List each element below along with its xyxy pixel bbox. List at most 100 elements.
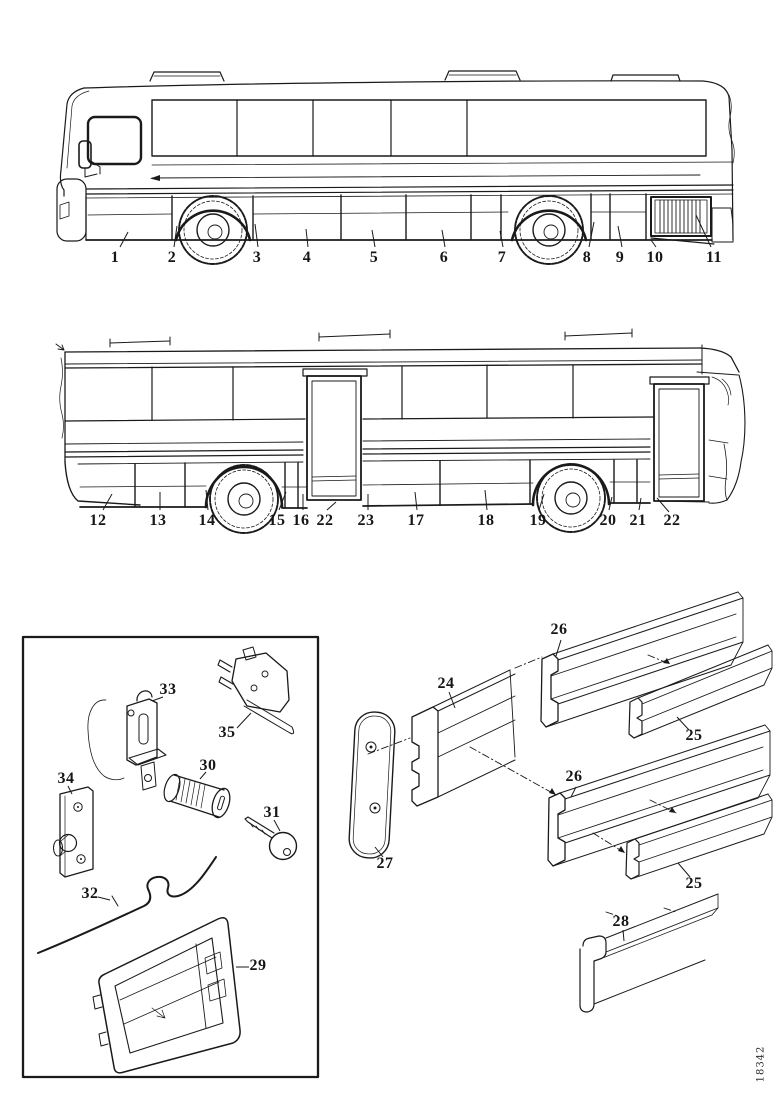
leader-line-12 <box>102 493 113 511</box>
callout-right-side-23: 23 <box>357 512 375 529</box>
leader-line-26 <box>570 786 577 798</box>
leader-line-32 <box>97 896 111 901</box>
leader-line-26 <box>555 639 562 657</box>
front-wheel <box>536 463 606 533</box>
leader-line-31 <box>273 819 281 832</box>
callout-left-side-4: 4 <box>302 249 312 266</box>
callout-lock-detail-30: 30 <box>199 757 217 774</box>
callout-left-side-11: 11 <box>705 249 723 266</box>
callout-left-side-9: 9 <box>615 249 625 266</box>
part-31-key <box>244 816 298 861</box>
callout-left-side-1: 1 <box>110 249 120 266</box>
callout-moulding-detail-25: 25 <box>685 875 703 892</box>
callout-moulding-detail-26: 26 <box>565 768 583 785</box>
leader-line-20 <box>608 496 613 511</box>
part-33-latch <box>87 690 167 791</box>
bus-left-side-view <box>56 70 735 265</box>
leader-line-15 <box>278 491 287 511</box>
moulding-detail <box>348 591 773 1013</box>
part-24-moulding-rail <box>411 669 516 807</box>
bus-right-side-view <box>55 328 746 534</box>
callout-moulding-detail-25: 25 <box>685 727 703 744</box>
callout-left-side-6: 6 <box>439 249 449 266</box>
rear-wheel <box>209 464 279 534</box>
callout-left-side-2: 2 <box>167 249 177 266</box>
part-35-microswitch <box>217 646 295 735</box>
callout-right-side-13: 13 <box>149 512 167 529</box>
callout-moulding-detail-24: 24 <box>437 675 455 692</box>
callout-right-side-22: 22 <box>316 512 334 529</box>
callout-left-side-8: 8 <box>582 249 592 266</box>
callout-right-side-19: 19 <box>529 512 547 529</box>
callout-lock-detail-34: 34 <box>57 770 75 787</box>
leader-line-19 <box>538 493 545 511</box>
callout-right-side-16: 16 <box>292 512 310 529</box>
part-29-lock-housing <box>92 917 241 1074</box>
leader-line-8 <box>588 221 595 248</box>
leader-line-14 <box>205 489 209 511</box>
part-25-trim-strip-upper <box>628 644 773 739</box>
callout-right-side-12: 12 <box>89 512 107 529</box>
callout-lock-detail-32: 32 <box>81 885 99 902</box>
leader-line-7 <box>499 230 504 248</box>
drawing-number: 18342 <box>755 1045 767 1083</box>
callout-lock-detail-31: 31 <box>263 804 281 821</box>
leader-line-30 <box>199 771 207 780</box>
leader-line-4 <box>305 228 309 248</box>
callout-left-side-10: 10 <box>646 249 664 266</box>
callout-lock-detail-35: 35 <box>218 724 236 741</box>
rear-wheel <box>514 195 584 265</box>
leader-line-35 <box>236 712 252 729</box>
callout-moulding-detail-26: 26 <box>550 621 568 638</box>
leader-line-1 <box>119 231 129 248</box>
middle-door <box>302 368 368 501</box>
part-32-control-rod <box>37 856 217 954</box>
leader-line-24 <box>448 691 456 709</box>
leader-line-27 <box>374 846 384 858</box>
leader-line-21 <box>638 497 642 511</box>
part-26-moulding-rail-upper <box>540 591 744 728</box>
leader-line-25 <box>676 716 690 731</box>
callout-moulding-detail-27: 27 <box>376 855 394 872</box>
leader-line-5 <box>371 229 376 248</box>
part-28-channel-strip <box>579 893 719 1013</box>
callout-left-side-7: 7 <box>497 249 507 266</box>
rear-grille <box>650 196 734 245</box>
leader-line-11 <box>695 214 712 248</box>
leader-line-22 <box>326 501 337 511</box>
dimension-brackets <box>55 328 633 351</box>
callout-lock-detail-33: 33 <box>159 681 177 698</box>
leader-line-25 <box>677 862 691 878</box>
part-27-end-pad <box>348 711 396 859</box>
leader-line-6 <box>441 229 446 248</box>
leader-line-3 <box>254 223 259 248</box>
callout-moulding-detail-28: 28 <box>612 913 630 930</box>
leader-line-18 <box>484 489 488 511</box>
assembly-alignment-lines <box>367 654 677 917</box>
lock-detail-box <box>21 635 320 1079</box>
leader-line-2 <box>173 225 178 248</box>
part-34-lock-plate <box>53 786 94 878</box>
part-25-trim-strip-lower <box>625 793 773 880</box>
leader-line-28 <box>622 929 625 942</box>
front-door <box>649 376 710 502</box>
front-wheel <box>178 195 248 265</box>
callout-right-side-15: 15 <box>268 512 286 529</box>
leader-line-17 <box>414 491 418 511</box>
leader-line-22 <box>656 497 670 513</box>
callout-lock-detail-29: 29 <box>249 957 267 974</box>
callout-right-side-18: 18 <box>477 512 495 529</box>
leader-line-33 <box>151 696 164 702</box>
callout-right-side-14: 14 <box>198 512 216 529</box>
callout-right-side-22: 22 <box>663 512 681 529</box>
part-30-lock-cylinder <box>163 773 231 819</box>
callout-right-side-20: 20 <box>599 512 617 529</box>
callout-right-side-17: 17 <box>407 512 425 529</box>
leader-line-9 <box>617 225 623 248</box>
callout-left-side-3: 3 <box>252 249 262 266</box>
callout-left-side-5: 5 <box>369 249 379 266</box>
